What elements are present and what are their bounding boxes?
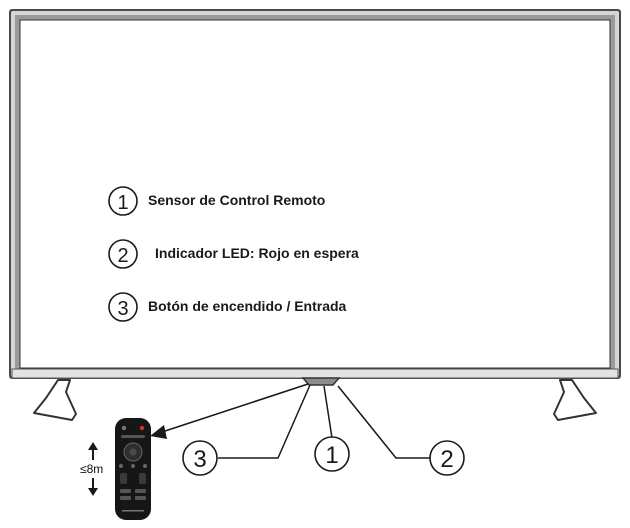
tv-bottom-bezel <box>11 368 619 379</box>
callout-circle-2 <box>429 440 465 476</box>
range-label: ≤8m <box>80 462 104 476</box>
legend-number-2: 2 <box>117 245 128 267</box>
legend-label-1: Sensor de Control Remoto <box>148 192 326 208</box>
callout-circle-1 <box>314 436 350 472</box>
legend-number-3: 3 <box>117 298 128 320</box>
legend-label-2: Indicador LED: Rojo en espera <box>155 245 359 261</box>
legend-circle-3 <box>108 292 138 322</box>
leader-line-1 <box>323 385 333 439</box>
callout-number-3: 3 <box>193 446 206 473</box>
right-stand <box>553 379 597 421</box>
signal-arrowhead <box>150 425 167 439</box>
legend-label-3: Botón de encendido / Entrada <box>148 298 347 314</box>
sensor-panel <box>301 377 341 386</box>
callout-circle-3 <box>182 440 218 476</box>
callout-number-2: 2 <box>440 446 453 473</box>
callout-number-1: 1 <box>325 442 338 469</box>
up-down-arrow-icon <box>88 442 98 496</box>
legend-circle-1 <box>108 186 138 216</box>
leader-line-2 <box>337 385 430 459</box>
legend-number-1: 1 <box>117 192 128 214</box>
tv-remote-icon <box>115 418 151 520</box>
signal-line <box>161 383 309 433</box>
legend-circle-2 <box>108 239 138 269</box>
left-stand <box>33 379 77 421</box>
tv-screen <box>19 19 611 369</box>
leader-line-3 <box>218 384 311 459</box>
